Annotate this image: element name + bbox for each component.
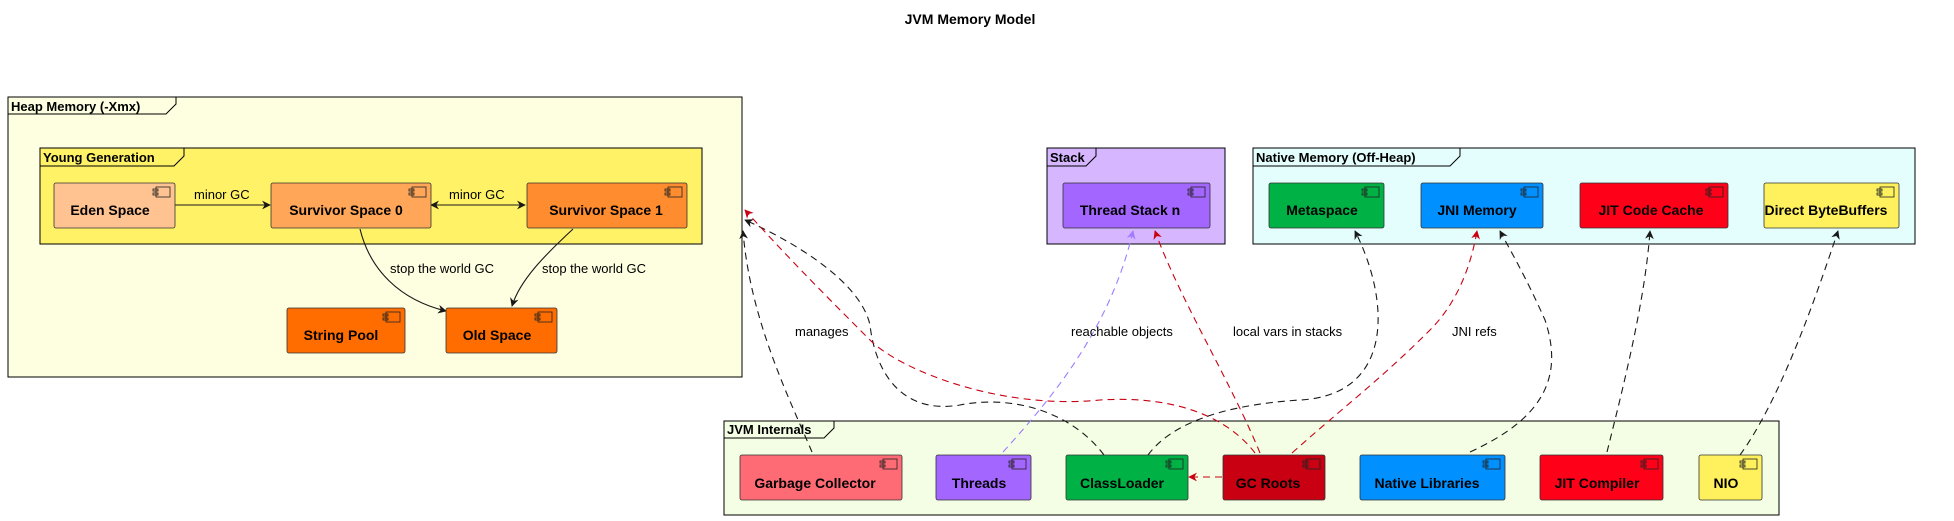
metaspace-label: Metaspace: [1286, 202, 1358, 218]
component-icon: [1705, 186, 1724, 198]
jit-code-cache-label: JIT Code Cache: [1598, 202, 1703, 218]
edge-labels: minor GC minor GC stop the world GC stop…: [194, 187, 1497, 339]
components: Eden Space Survivor Space 0 Survivor Spa…: [53, 182, 1900, 501]
heap-memory-title: Heap Memory (-Xmx): [11, 99, 140, 114]
component-icon: [152, 186, 171, 198]
jvm-internals-title: JVM Internals: [727, 422, 812, 437]
component-icon: [1640, 458, 1659, 470]
component-icon: [1165, 458, 1184, 470]
component-icon: [1739, 458, 1758, 470]
component-icon: [664, 186, 683, 198]
component-icon: [1482, 458, 1501, 470]
classloader-label: ClassLoader: [1080, 475, 1165, 491]
component-icon: [534, 311, 553, 323]
edge-native-jni: [1469, 230, 1553, 453]
jit-compiler-component: JIT Compiler: [1539, 454, 1664, 501]
edge-nio-buffers: [1739, 230, 1840, 456]
label-eden-survivor0: minor GC: [194, 187, 250, 202]
jit-code-cache-component: JIT Code Cache: [1579, 182, 1729, 229]
nio-component: NIO: [1698, 454, 1763, 501]
thread-stack-component: Thread Stack n: [1062, 182, 1211, 229]
thread-stack-label: Thread Stack n: [1080, 202, 1180, 218]
string-pool-label: String Pool: [304, 327, 379, 343]
jit-compiler-label: JIT Compiler: [1555, 475, 1640, 491]
component-icon: [1187, 186, 1206, 198]
edge-roots-jni: [1291, 230, 1480, 454]
edge-gc-heap: [739, 230, 813, 453]
garbage-collector-component: Garbage Collector: [739, 454, 903, 501]
diagram-title: JVM Memory Model: [905, 11, 1036, 27]
component-icon: [408, 186, 427, 198]
survivor-space-0-component: Survivor Space 0: [270, 182, 432, 229]
edge-roots-stack: [1153, 230, 1261, 454]
edge-survivor1-old: [510, 228, 574, 307]
metaspace-component: Metaspace: [1268, 182, 1385, 229]
direct-bytebuffers-label: Direct ByteBuffers: [1765, 202, 1888, 218]
old-space-component: Old Space: [445, 307, 558, 354]
eden-space-component: Eden Space: [53, 182, 176, 229]
label-threads-stack: reachable objects: [1071, 324, 1173, 339]
component-icon: [1361, 186, 1380, 198]
label-roots-stack: local vars in stacks: [1233, 324, 1343, 339]
survivor-space-0-label: Survivor Space 0: [289, 202, 403, 218]
threads-label: Threads: [952, 475, 1007, 491]
component-icon: [1520, 186, 1539, 198]
label-survivor0-survivor1: minor GC: [449, 187, 505, 202]
component-icon: [879, 458, 898, 470]
component-icon: [382, 311, 401, 323]
component-icon: [1302, 458, 1321, 470]
edge-jitc-cache: [1606, 230, 1654, 453]
garbage-collector-label: Garbage Collector: [754, 475, 876, 491]
native-libraries-component: Native Libraries: [1359, 454, 1506, 501]
jni-memory-label: JNI Memory: [1437, 202, 1517, 218]
edge-classloader-metaspace: [1147, 230, 1379, 456]
threads-component: Threads: [935, 454, 1032, 501]
native-memory-title: Native Memory (Off-Heap): [1256, 150, 1416, 165]
stack-title: Stack: [1050, 150, 1085, 165]
component-icon: [1008, 458, 1027, 470]
edge-roots-heap: [744, 209, 1256, 454]
string-pool-component: String Pool: [286, 307, 406, 354]
label-survivor1-old: stop the world GC: [542, 261, 646, 276]
label-gc-heap: manages: [795, 324, 849, 339]
edge-classloader-heap: [744, 219, 1105, 456]
eden-space-label: Eden Space: [70, 202, 150, 218]
edge-survivor0-old: [359, 228, 447, 314]
jni-memory-component: JNI Memory: [1420, 182, 1544, 229]
nio-label: NIO: [1714, 475, 1739, 491]
classloader-component: ClassLoader: [1065, 454, 1189, 501]
gc-roots-label: GC Roots: [1236, 475, 1301, 491]
native-libraries-label: Native Libraries: [1374, 475, 1479, 491]
survivor-space-1-label: Survivor Space 1: [549, 202, 663, 218]
label-survivor0-old: stop the world GC: [390, 261, 494, 276]
direct-bytebuffers-component: Direct ByteBuffers: [1763, 182, 1900, 229]
gc-roots-component: GC Roots: [1222, 454, 1326, 501]
old-space-label: Old Space: [463, 327, 532, 343]
edge-threads-stack: [1002, 230, 1136, 453]
edges: [175, 200, 1840, 482]
young-generation-title: Young Generation: [43, 150, 155, 165]
label-roots-jni: JNI refs: [1452, 324, 1497, 339]
survivor-space-1-component: Survivor Space 1: [526, 182, 688, 229]
component-icon: [1876, 186, 1895, 198]
